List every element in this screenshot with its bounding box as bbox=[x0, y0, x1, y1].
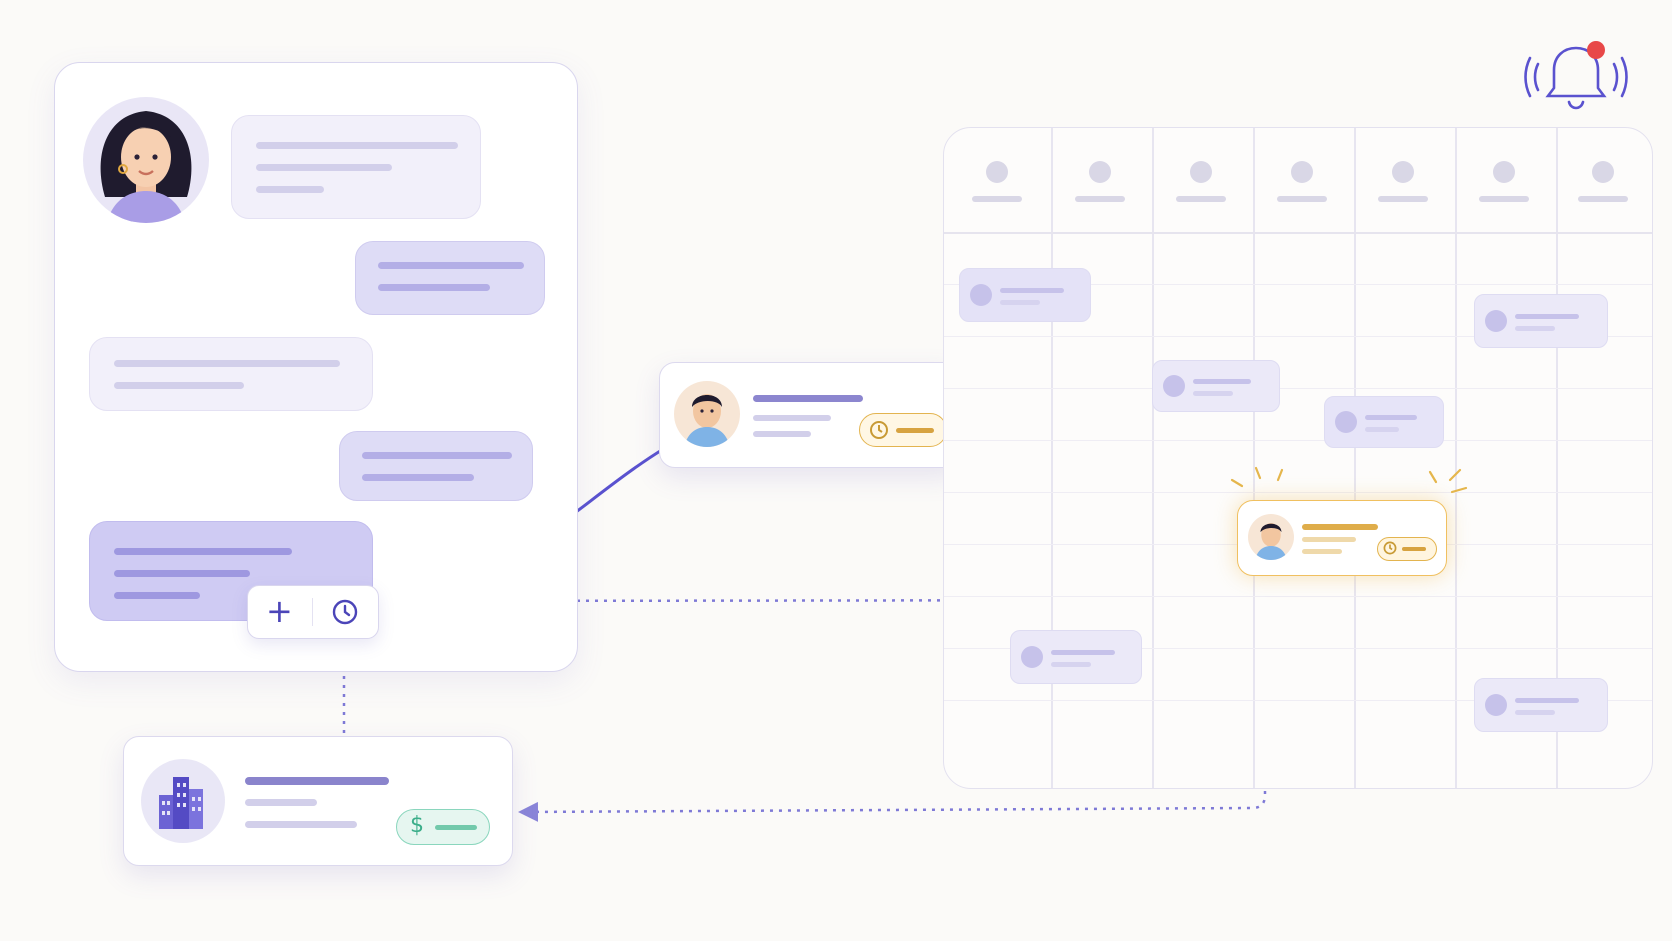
calendar-event[interactable] bbox=[1474, 294, 1608, 348]
man-avatar-icon bbox=[684, 394, 730, 447]
chat-bubble-incoming-2 bbox=[89, 337, 373, 411]
man-avatar-small bbox=[1248, 514, 1294, 560]
time-pill bbox=[859, 413, 947, 447]
calendar-event[interactable] bbox=[1152, 360, 1280, 412]
add-icon: + bbox=[266, 592, 293, 630]
company-name-line bbox=[245, 777, 389, 785]
building-icon bbox=[159, 777, 203, 829]
schedule-button[interactable] bbox=[313, 586, 377, 638]
company-logo bbox=[141, 759, 225, 843]
calendar-event[interactable] bbox=[1324, 396, 1444, 448]
contact-detail-line-1 bbox=[753, 415, 831, 421]
calendar-event[interactable] bbox=[959, 268, 1091, 322]
calendar-grid bbox=[943, 127, 1653, 789]
calendar-event[interactable] bbox=[1010, 630, 1142, 684]
slot-detail-line bbox=[1302, 537, 1356, 542]
man-avatar bbox=[674, 381, 740, 447]
dotted-link-horizontal bbox=[414, 598, 1264, 603]
slot-time-pill bbox=[1377, 537, 1437, 561]
price-pill: $ bbox=[396, 809, 490, 845]
slot-detail-line bbox=[1302, 549, 1342, 554]
chat-panel: + bbox=[54, 62, 578, 672]
clock-icon bbox=[1383, 541, 1397, 555]
contact-detail-line-2 bbox=[753, 431, 811, 437]
clock-icon bbox=[332, 599, 358, 625]
contact-card[interactable] bbox=[659, 362, 961, 468]
chat-bubble-outgoing-2 bbox=[339, 431, 533, 501]
scheduled-slot-card[interactable] bbox=[1237, 500, 1447, 576]
slot-title-line bbox=[1302, 524, 1378, 530]
notification-badge bbox=[1587, 41, 1605, 59]
add-button[interactable]: + bbox=[248, 586, 312, 638]
chat-bubble-outgoing-1 bbox=[355, 241, 545, 315]
company-card[interactable]: $ bbox=[123, 736, 513, 866]
message-toolbar: + bbox=[247, 585, 379, 639]
company-detail-line-1 bbox=[245, 799, 317, 806]
scheduled-slot-sparkles bbox=[1230, 462, 1470, 512]
toolbar-divider bbox=[312, 598, 313, 626]
contact-name-line bbox=[753, 395, 863, 402]
avatar bbox=[83, 97, 209, 223]
woman-avatar-icon bbox=[100, 111, 192, 223]
man-avatar-icon bbox=[1254, 523, 1288, 560]
clock-icon bbox=[870, 421, 888, 439]
company-detail-line-2 bbox=[245, 821, 357, 828]
bell-icon bbox=[1524, 41, 1628, 110]
notification-bell[interactable] bbox=[1514, 30, 1634, 120]
dollar-icon: $ bbox=[410, 813, 424, 838]
calendar-event[interactable] bbox=[1474, 678, 1608, 732]
chat-bubble-incoming-1 bbox=[231, 115, 481, 219]
